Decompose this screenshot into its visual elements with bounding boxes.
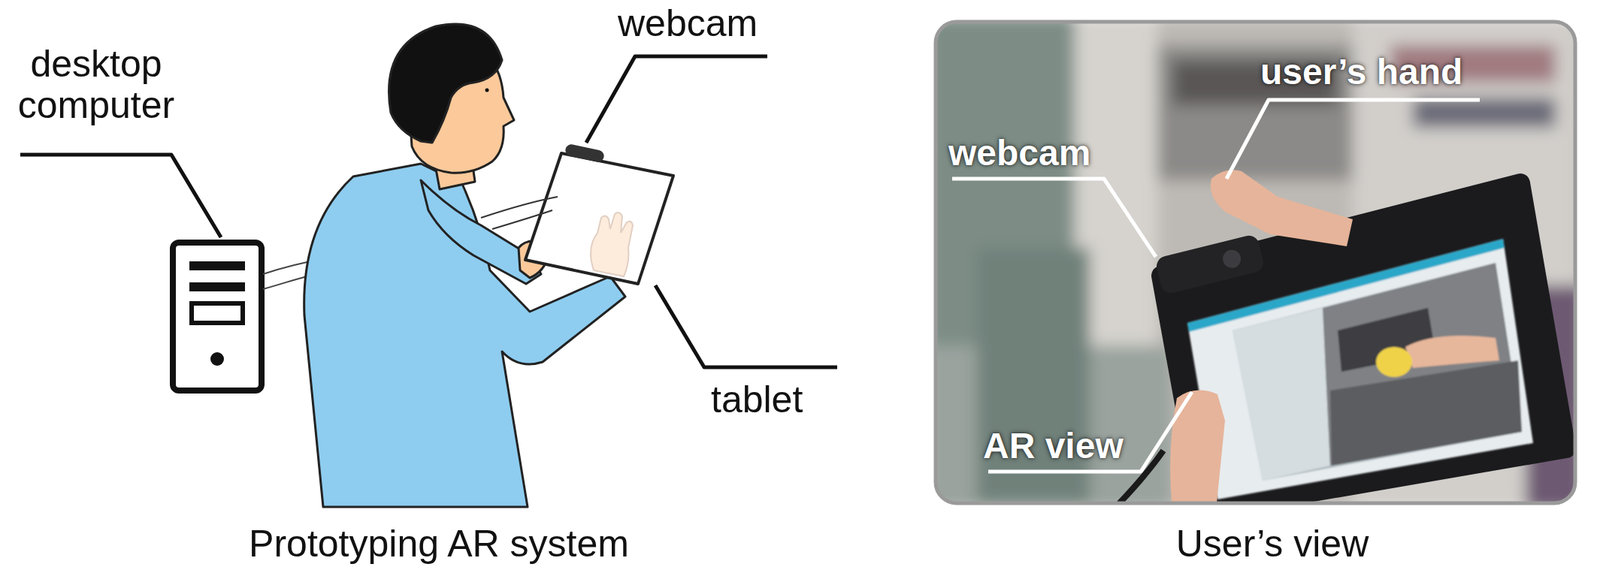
tower-case — [172, 242, 262, 391]
hand-behind-tablet — [590, 212, 633, 277]
tablet-sketch — [480, 143, 674, 285]
tablet-screen — [1187, 238, 1534, 500]
computer-tower — [172, 242, 262, 391]
part-label: AR view — [982, 426, 1209, 467]
photo-frame — [935, 21, 1576, 504]
part-label: webcam — [617, 3, 799, 45]
subfigure-caption: Prototyping AR system — [213, 523, 665, 566]
drive-bay — [189, 261, 245, 271]
hair — [389, 24, 503, 143]
drive-bay — [189, 282, 245, 292]
tablet-cable — [492, 210, 553, 230]
leader-line — [20, 154, 221, 238]
eye — [485, 88, 490, 93]
part-label: user’s hand — [1260, 52, 1561, 93]
drive-slot — [191, 303, 243, 324]
photo-background — [935, 21, 1576, 504]
part-label: webcam — [948, 133, 1174, 174]
tablet-outline — [525, 153, 674, 285]
leader-line — [655, 285, 838, 368]
holding-hand — [1170, 390, 1225, 504]
leader-line — [952, 178, 1156, 258]
tablet-photo — [1161, 183, 1567, 504]
leader-line — [586, 56, 768, 143]
user-arm — [1210, 169, 1353, 247]
part-label: desktop computer — [4, 43, 188, 127]
photo — [935, 21, 1576, 504]
power-button — [210, 352, 224, 366]
webcam-sketch — [564, 143, 605, 164]
leader-line — [1226, 99, 1480, 179]
webcam-photo — [1154, 233, 1266, 296]
part-label: tablet — [710, 379, 877, 421]
subfigure-caption: User’s view — [1046, 523, 1498, 566]
webcam-cable — [480, 196, 558, 218]
